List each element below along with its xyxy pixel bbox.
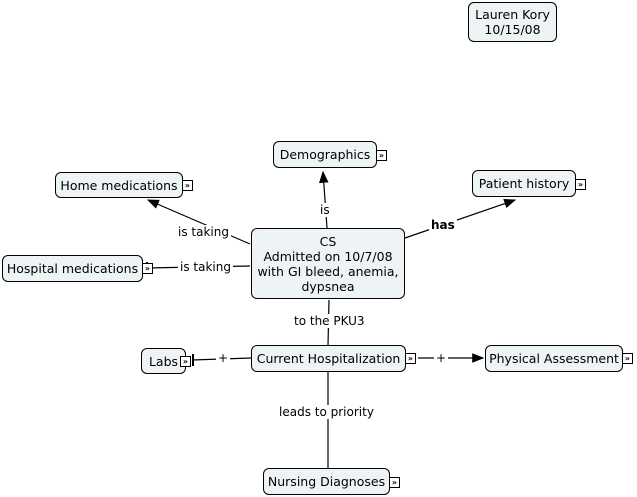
link-label-to-pku: to the PKU3: [292, 314, 367, 328]
link-label-plus-phys: +: [434, 351, 449, 365]
node-center-patient[interactable]: CS Admitted on 10/7/08 with GI bleed, an…: [251, 228, 405, 299]
link-label-leads: leads to priority: [277, 405, 376, 419]
expand-icon[interactable]: »: [180, 356, 191, 367]
edge-is: [318, 170, 329, 229]
link-label-is: is: [318, 203, 332, 217]
node-demographics[interactable]: Demographics: [273, 141, 377, 168]
node-patient-history[interactable]: Patient history: [472, 170, 576, 197]
node-nursing-diagnoses[interactable]: Nursing Diagnoses: [263, 468, 390, 495]
link-label-plus-labs: +: [216, 351, 231, 365]
expand-icon[interactable]: »: [182, 180, 193, 191]
expand-icon[interactable]: »: [376, 150, 387, 161]
node-home-medications[interactable]: Home medications: [55, 172, 183, 198]
expand-icon[interactable]: »: [575, 179, 586, 190]
link-label-has: has: [429, 218, 457, 232]
edge-has: [404, 198, 517, 239]
link-label-is-taking-home: is taking: [176, 225, 231, 239]
node-current-hospitalization[interactable]: Current Hospitalization: [251, 345, 406, 372]
expand-icon[interactable]: »: [622, 353, 633, 364]
node-physical-assessment[interactable]: Physical Assessment: [485, 345, 623, 372]
node-hospital-medications[interactable]: Hospital medications: [2, 255, 143, 282]
edge-is-taking-home: [146, 199, 251, 245]
link-label-is-taking-hosp: is taking: [178, 260, 233, 274]
expand-icon[interactable]: »: [142, 263, 153, 274]
expand-icon[interactable]: »: [389, 477, 400, 488]
author-date-box: Lauren Kory 10/15/08: [468, 2, 557, 42]
expand-icon[interactable]: »: [405, 353, 416, 364]
